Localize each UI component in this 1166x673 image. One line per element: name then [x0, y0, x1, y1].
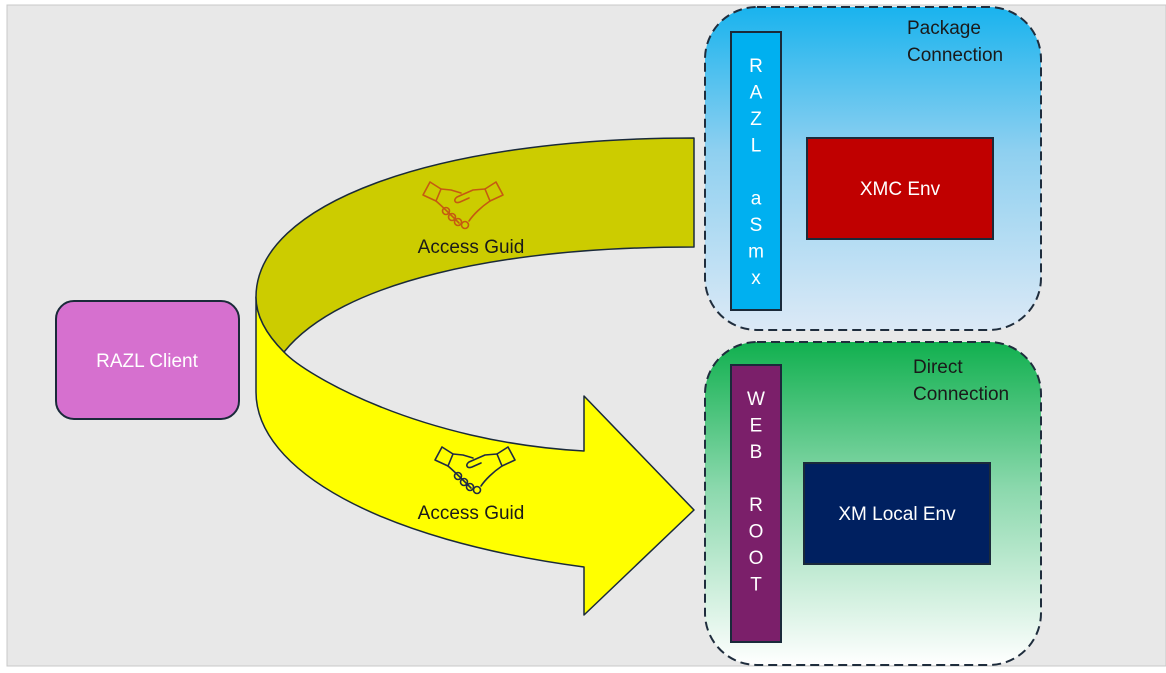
web-root-letter: R — [749, 495, 763, 516]
web-root-letter: O — [749, 548, 764, 569]
web-root-letter: E — [750, 416, 763, 437]
web-root-letter: W — [747, 389, 765, 410]
direct-title-line1: Direct — [913, 357, 963, 378]
xmc-env-box — [806, 137, 994, 240]
handshake-icon — [434, 446, 516, 495]
razl-asmx-letter: A — [750, 83, 763, 104]
handshake-icon — [422, 181, 504, 230]
razl-asmx-letter: Z — [750, 109, 762, 130]
xm-local-env-label: XM Local Env — [838, 504, 956, 525]
top-access-guid-label: Access Guid — [418, 237, 525, 258]
razl-asmx-letter: L — [751, 136, 762, 157]
xmc-env-label: XMC Env — [860, 179, 941, 200]
xm-local-env-box — [803, 462, 991, 565]
package-title-line2: Connection — [907, 45, 1003, 66]
package-title-line1: Package — [907, 18, 981, 39]
top-arrow-band — [255, 137, 695, 353]
razl-asmx-bar — [730, 31, 782, 311]
razl-asmx-letter: m — [748, 242, 764, 263]
direct-title-line2: Connection — [913, 384, 1009, 405]
bottom-access-guid-label: Access Guid — [418, 503, 525, 524]
razl-asmx-letter: a — [751, 189, 762, 210]
razl-asmx-letter: x — [751, 268, 761, 289]
web-root-letter: B — [750, 442, 763, 463]
razl-client-box — [55, 300, 240, 420]
razl-client-label: RAZL Client — [96, 351, 198, 372]
web-root-letter: T — [750, 575, 762, 596]
web-root-letter: O — [749, 522, 764, 543]
web-root-bar — [730, 364, 782, 643]
razl-asmx-letter: S — [750, 215, 763, 236]
razl-asmx-letter: R — [749, 56, 763, 77]
